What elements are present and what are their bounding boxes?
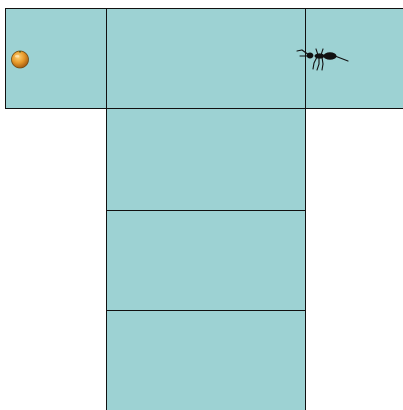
ant-icon[interactable] <box>295 43 351 73</box>
board-cell[interactable] <box>106 310 306 410</box>
orange-icon[interactable] <box>10 49 30 69</box>
board-cell[interactable] <box>106 108 306 211</box>
board-cell[interactable] <box>106 8 306 109</box>
board-cell[interactable] <box>106 210 306 311</box>
